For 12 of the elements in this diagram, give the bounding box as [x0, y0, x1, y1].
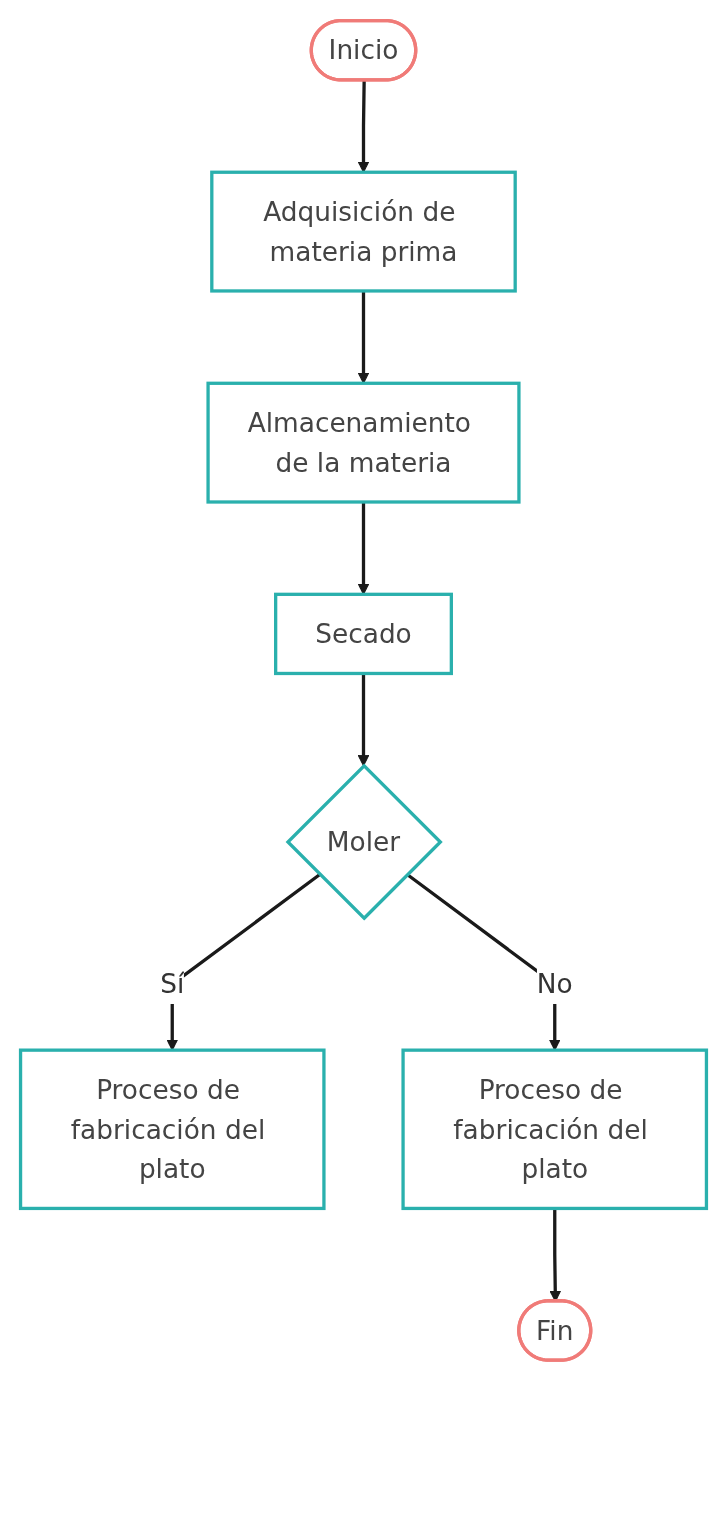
arrow [357, 673, 370, 767]
edge-label: Sí [160, 968, 185, 1001]
node-box: Proceso de fabricación del plato [18, 1048, 326, 1211]
edge-label: No [536, 968, 573, 1001]
arrow [357, 290, 370, 384]
arrow [357, 80, 370, 173]
node-box: Almacenamiento de la materia [206, 381, 521, 504]
node-box: Adquisición de materia prima [210, 170, 517, 293]
node-box: Secado [274, 592, 453, 676]
node-box: Proceso de fabricación del plato [401, 1048, 709, 1211]
arrow [357, 502, 370, 595]
node-diamond: Moler [285, 763, 443, 921]
